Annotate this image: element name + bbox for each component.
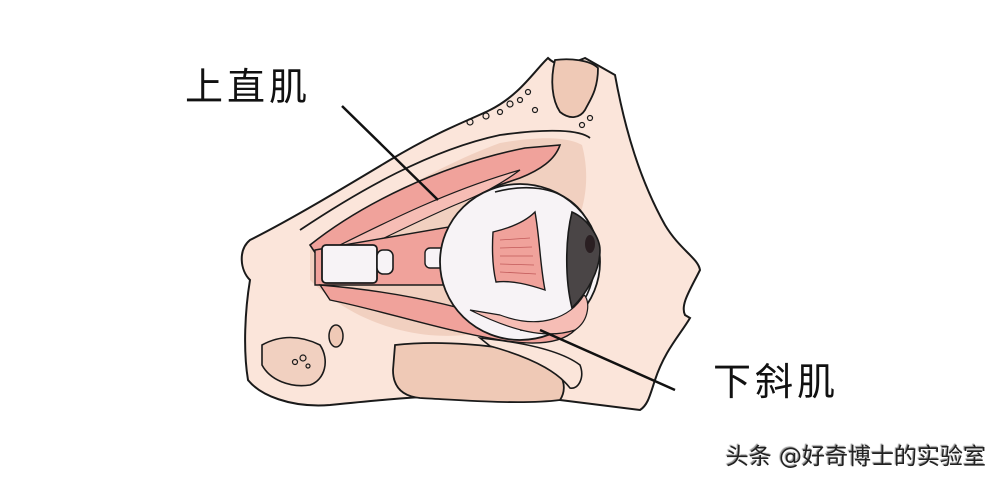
pointer-superior-rectus	[341, 105, 439, 201]
watermark: 头条 @好奇博士的实验室	[725, 444, 986, 470]
label-inferior-oblique: 下斜肌	[713, 360, 840, 404]
label-superior-rectus: 上直肌	[185, 65, 312, 109]
annulus-of-zinn	[321, 244, 378, 284]
pointer-inferior-oblique	[539, 328, 676, 392]
lateral-rectus-insertion	[491, 210, 546, 292]
orbit-floor	[477, 336, 583, 389]
muscle-striations	[499, 237, 537, 275]
frontal-sinus	[551, 58, 599, 118]
bone-pores	[291, 88, 594, 369]
foramen	[328, 324, 344, 348]
maxillary-sinus	[392, 342, 565, 404]
orbit-roof	[299, 129, 591, 231]
inferior-oblique-muscle	[469, 294, 589, 335]
pupil	[585, 235, 595, 253]
optic-nerve-stub	[376, 249, 394, 275]
ethmoid-cells	[261, 336, 326, 387]
